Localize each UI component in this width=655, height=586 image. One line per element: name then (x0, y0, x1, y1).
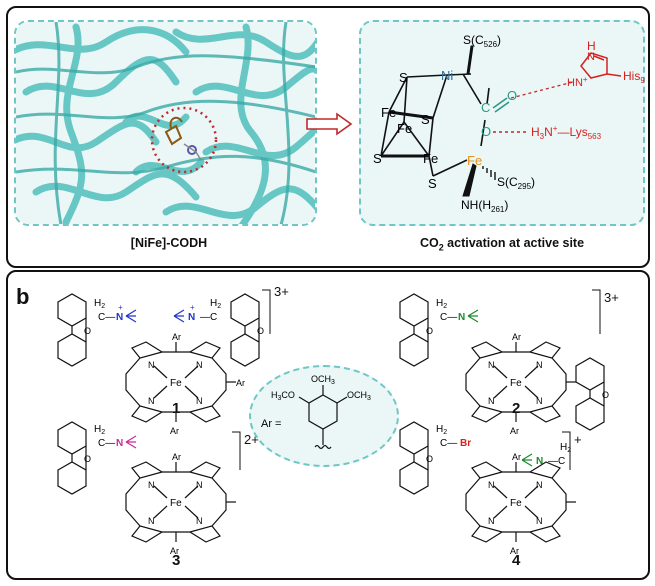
active-site-diagram: S Fe Fe S S Fe S Ni S(C526) C O O Fe S(C… (373, 33, 645, 214)
svg-text:N: N (458, 312, 465, 323)
charge-2: 3+ (604, 290, 619, 305)
svg-text:H2: H2 (436, 424, 447, 436)
protein-caption: [NiFe]-CODH (130, 236, 208, 250)
svg-text:H2: H2 (210, 298, 221, 310)
transition-arrow (306, 112, 353, 136)
svg-text:Br: Br (460, 438, 471, 449)
carbonyl-oxygen: O (507, 88, 517, 103)
svg-text:+: + (190, 303, 195, 312)
nh-h261-label: NH(H261) (461, 198, 508, 214)
svg-text:H2: H2 (560, 442, 571, 454)
cube-s-top: S (399, 70, 408, 85)
protein-structure-image (16, 22, 315, 224)
his-n-top: N (587, 51, 595, 63)
lys563-label: H3N+—Lys563 (531, 124, 602, 141)
svg-text:H2: H2 (436, 298, 447, 310)
svg-text:N: N (116, 438, 123, 449)
svg-text:—C: —C (548, 456, 565, 467)
active-site-highlight (150, 106, 218, 174)
svg-text:Ar: Ar (236, 378, 245, 388)
compound-number-2: 2 (512, 400, 521, 417)
compound-number-1: 1 (172, 400, 181, 417)
ar-equals: Ar = (261, 418, 281, 430)
svg-text:N: N (536, 456, 543, 467)
ar-definition-structure: Ar = OCH3 H3CO OCH3 (261, 374, 371, 450)
his-nh: H (587, 39, 596, 53)
svg-text:—C: —C (200, 312, 217, 323)
his93-label: His93 (623, 69, 645, 85)
compound-structures: Fe N N N N Ar Ar O Ar H2 C— N + N + —C (57, 289, 610, 557)
nickel-atom: Ni (441, 68, 453, 83)
protein-structure-frame (14, 20, 317, 226)
svg-text:C—: C— (440, 312, 457, 323)
panel-a (6, 6, 650, 268)
compound-number-4: 4 (512, 552, 521, 569)
iron-atom: Fe (467, 153, 482, 168)
panel-b (6, 270, 650, 580)
ome-left: H3CO (271, 390, 295, 402)
svg-text:+: + (118, 303, 123, 312)
svg-text:C—: C— (98, 438, 115, 449)
cube-fe-mid: Fe (397, 121, 412, 136)
panel-b-label: b (16, 284, 30, 309)
cube-fe-left: Fe (381, 105, 396, 120)
carbon-atom: C (481, 100, 490, 115)
active-site-caption: CO2 activation at active site (419, 236, 585, 253)
ome-right: OCH3 (347, 390, 371, 402)
cube-s-bottom: S (428, 176, 437, 191)
ome-top: OCH3 (311, 374, 335, 386)
svg-text:N: N (188, 312, 195, 323)
ar-definition-frame (249, 365, 399, 467)
svg-text:H2: H2 (94, 424, 105, 436)
s-c295-label: S(C295) (497, 175, 535, 191)
cube-fe-bottom: Fe (423, 151, 438, 166)
cube-s-bottom-left: S (373, 151, 382, 166)
svg-text:C—: C— (98, 312, 115, 323)
svg-text:H2: H2 (94, 298, 105, 310)
compound-number-3: 3 (172, 552, 181, 569)
bridging-oxygen: O (481, 124, 491, 139)
cube-s-mid: S (421, 112, 430, 127)
charge-1: 3+ (274, 284, 289, 299)
charge-4: + (574, 432, 582, 447)
svg-text:N: N (116, 312, 123, 323)
s-c526-label: S(C526) (463, 33, 501, 49)
his-nh-plus: HN+ (567, 75, 588, 89)
charge-3: 2+ (244, 432, 259, 447)
svg-text:C—: C— (440, 438, 457, 449)
